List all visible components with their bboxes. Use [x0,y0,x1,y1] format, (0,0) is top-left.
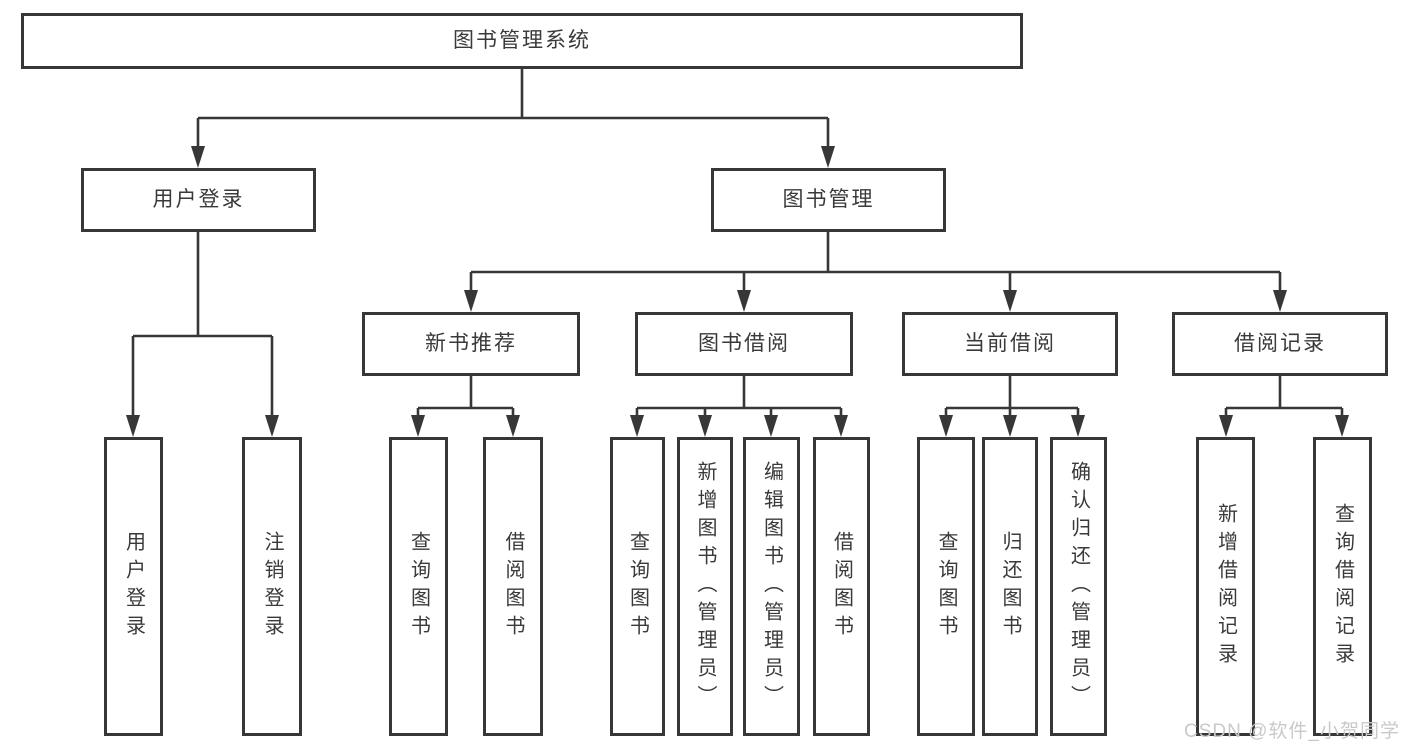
node-label: 借阅记录 [1234,332,1326,356]
node-label: 新增借阅记录 [1214,502,1237,671]
leaf-recommend-borrow-books: 借阅图书 [483,437,543,736]
arrowhead-group [126,146,1349,437]
node-label: 查询图书 [935,530,957,643]
node-label: 查询借阅记录 [1331,502,1354,671]
node-new-book-recommendation: 新书推荐 [362,312,580,376]
leaf-add-books-admin: 新增图书（管理员） [677,437,733,736]
leaf-recommend-query-books: 查询图书 [389,437,448,736]
csdn-watermark: CSDN @软件_小贺同学 [1184,721,1400,742]
node-label: 查询图书 [626,530,649,643]
node-label: 确认归还（管理员） [1067,460,1090,713]
node-label: 图书管理系统 [453,29,591,53]
node-label: 图书借阅 [698,332,790,356]
node-label: 图书管理 [782,188,875,212]
node-label: 用户登录 [122,530,145,643]
node-label: 归还图书 [999,530,1021,643]
node-label: 用户登录 [152,188,245,212]
leaf-borrow-query-books: 查询图书 [610,437,665,736]
node-label: 新书推荐 [425,332,517,356]
node-label: 当前借阅 [964,332,1056,356]
leaf-add-borrow-record: 新增借阅记录 [1196,437,1255,736]
node-label: 新增图书（管理员） [694,460,716,713]
leaf-edit-books-admin: 编辑图书（管理员） [743,437,800,736]
leaf-confirm-return-admin: 确认归还（管理员） [1050,437,1107,736]
node-book-management: 图书管理 [711,168,946,232]
node-root-library-system: 图书管理系统 [21,13,1023,69]
node-current-borrowing: 当前借阅 [902,312,1118,376]
leaf-current-query-books: 查询图书 [917,437,975,736]
leaf-borrow-books: 借阅图书 [813,437,870,736]
node-label: 借阅图书 [830,530,853,643]
node-label: 查询图书 [407,530,430,643]
leaf-return-books: 归还图书 [982,437,1038,736]
leaf-logout: 注销登录 [242,437,302,736]
node-label: 注销登录 [261,530,283,643]
node-book-borrowing: 图书借阅 [635,312,853,376]
leaf-user-login: 用户登录 [104,437,163,736]
node-label: 编辑图书（管理员） [760,460,783,713]
node-borrowing-records: 借阅记录 [1172,312,1388,376]
node-user-login: 用户登录 [81,168,316,232]
node-label: 借阅图书 [502,530,524,643]
leaf-query-borrow-record: 查询借阅记录 [1313,437,1372,736]
